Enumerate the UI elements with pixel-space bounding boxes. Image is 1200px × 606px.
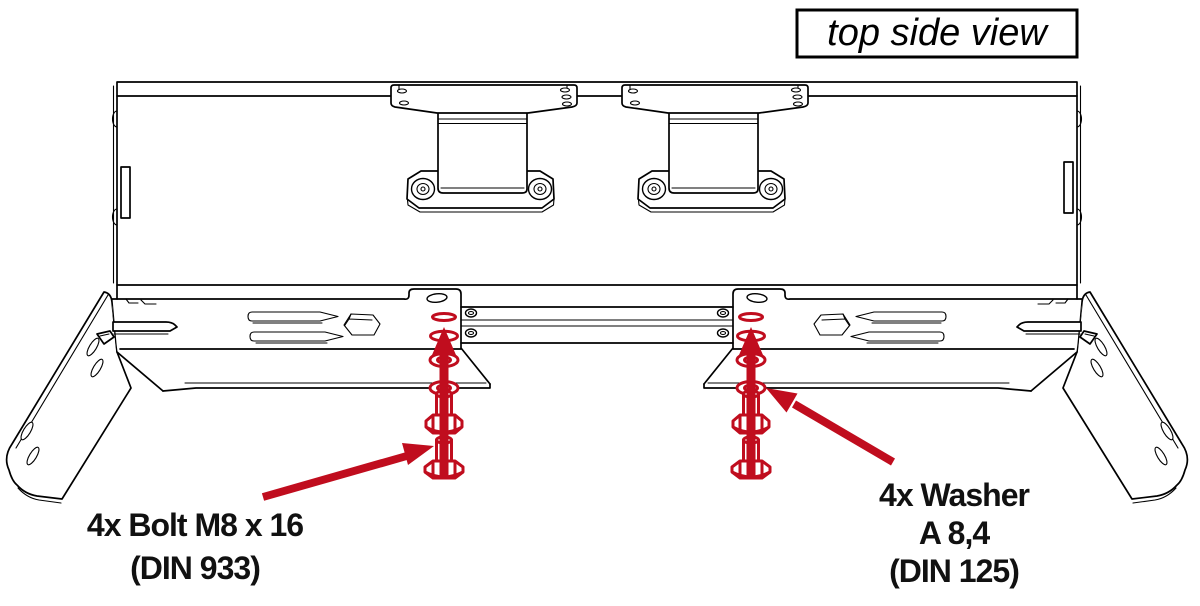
view-label-text: top side view — [827, 12, 1049, 54]
view-label-box — [795, 8, 1079, 59]
wing-slot — [26, 446, 40, 466]
washer-label-line1: 4x Washer — [879, 477, 1029, 513]
wing-slot — [20, 421, 34, 441]
wing-slot — [1160, 421, 1174, 441]
plate-prong — [1016, 321, 1098, 345]
wing-slot — [1154, 446, 1168, 466]
rail-hole — [716, 328, 730, 338]
washer-callout-label: 4x Washer A 8,4 (DIN 125) — [879, 477, 1030, 589]
wing-slot — [1094, 337, 1108, 357]
washer-label-line2: A 8,4 — [919, 515, 991, 551]
wing-slot — [1090, 358, 1104, 378]
plate-hex-cutout — [343, 313, 381, 336]
bolt-label-line1: 4x Bolt M8 x 16 — [87, 507, 303, 543]
left-wing-bracket — [5, 291, 132, 504]
plate-prong — [96, 321, 178, 345]
hardware-stack-right — [730, 312, 772, 480]
hardware-stack-left — [423, 312, 465, 480]
bolt-callout-arrow — [261, 443, 434, 501]
washer-label-line3: (DIN 125) — [889, 553, 1019, 589]
main-panel — [111, 81, 1083, 300]
wing-slot — [86, 337, 100, 357]
lower-plate-left — [96, 288, 491, 392]
bolt-label-line2: (DIN 933) — [130, 550, 260, 586]
rail-hole — [464, 308, 478, 318]
plate-tab-hole — [426, 292, 448, 304]
lower-plate-right — [703, 288, 1098, 392]
panel-edge-tab — [1063, 161, 1074, 214]
plate-slot-upper — [247, 311, 339, 324]
rail-hole — [716, 308, 730, 318]
bolt-callout-label: 4x Bolt M8 x 16 (DIN 933) — [87, 507, 304, 586]
rail-hole — [464, 328, 478, 338]
plate-hex-cutout — [813, 313, 851, 336]
panel-edge-tab — [120, 166, 131, 219]
plate-slot-upper — [855, 311, 947, 324]
center-rail — [460, 306, 734, 344]
washer-callout-arrow — [766, 388, 895, 466]
plate-slot-lower — [850, 331, 945, 344]
right-wing-bracket — [1062, 291, 1189, 504]
plate-slot-lower — [249, 331, 344, 344]
wing-slot — [90, 358, 104, 378]
view-label: top side view — [795, 8, 1079, 59]
plate-tab-hole — [746, 292, 768, 304]
